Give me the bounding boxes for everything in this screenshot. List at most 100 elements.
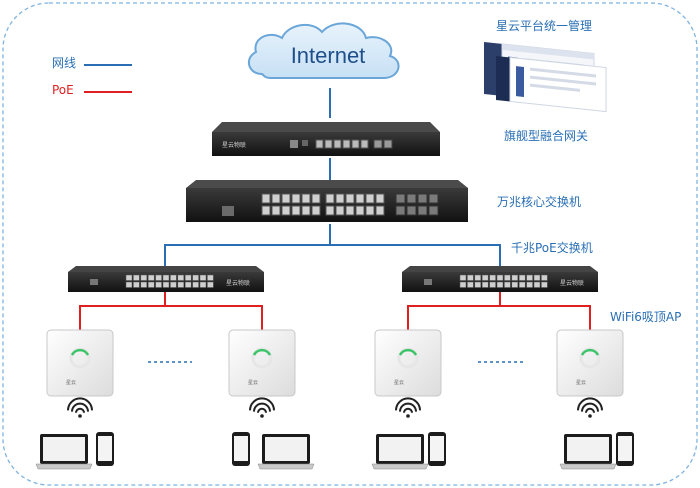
phone-screen bbox=[234, 436, 248, 461]
core-switch-port bbox=[301, 193, 311, 204]
core-switch-sfp-port bbox=[417, 193, 428, 204]
wifi-wave bbox=[403, 407, 413, 413]
core-switch-port bbox=[281, 193, 291, 204]
phone-screen bbox=[98, 436, 112, 461]
poe-port bbox=[162, 281, 170, 288]
label-poe-switch: 千兆PoE交换机 bbox=[511, 240, 593, 255]
wifi-wave bbox=[581, 402, 599, 412]
access-point-body bbox=[556, 329, 624, 397]
status-led-icon bbox=[398, 348, 418, 356]
core-switch-sfp-port bbox=[406, 205, 417, 216]
core-switch-ports bbox=[261, 193, 385, 216]
gateway-port bbox=[351, 139, 360, 149]
core-switch-port bbox=[311, 205, 321, 216]
core-switch-port bbox=[311, 193, 321, 204]
access-point: 星云 bbox=[46, 329, 114, 418]
poe-port bbox=[177, 274, 185, 281]
gateway-port bbox=[290, 140, 298, 148]
label-cloud-management: 星云平台统一管理 bbox=[496, 18, 592, 33]
poe-port bbox=[133, 281, 140, 288]
wifi-icon bbox=[395, 397, 421, 418]
poe-port bbox=[184, 281, 192, 288]
wifi-dot bbox=[260, 414, 264, 418]
laptop-icon bbox=[257, 434, 315, 470]
core-switch-port bbox=[301, 205, 311, 216]
wifi-wave bbox=[253, 402, 271, 412]
gateway-port bbox=[360, 139, 369, 149]
poe-port bbox=[489, 274, 496, 281]
poe-port bbox=[170, 281, 177, 288]
status-led-icon bbox=[580, 348, 600, 356]
laptop-base bbox=[257, 463, 315, 470]
gateway-brand: 星云物联 bbox=[222, 141, 246, 149]
legend-network-label: 网线 bbox=[52, 56, 76, 70]
core-switch-port bbox=[345, 193, 355, 204]
core-switch-port bbox=[355, 193, 365, 204]
access-point-body bbox=[374, 329, 442, 397]
core-switch-port bbox=[335, 193, 345, 204]
laptop-base bbox=[371, 463, 429, 470]
poe-port bbox=[177, 281, 185, 288]
poe-port bbox=[518, 281, 526, 288]
poe-switch-left-brand: 星云物联 bbox=[226, 279, 250, 287]
poe-port bbox=[147, 281, 155, 288]
access-point-brand: 星云 bbox=[248, 380, 258, 386]
poe-port bbox=[184, 274, 192, 281]
core-switch-port bbox=[365, 205, 375, 216]
poe-switch-right: 星云物联 bbox=[402, 266, 598, 292]
wifi-icon bbox=[577, 397, 603, 418]
poe-port bbox=[125, 274, 133, 281]
wifi-icon bbox=[249, 397, 275, 418]
core-switch-port bbox=[355, 205, 365, 216]
core-switch-sfp-ports bbox=[395, 193, 439, 216]
core-switch-sfp-port bbox=[428, 193, 439, 204]
poe-port bbox=[496, 281, 504, 288]
laptop-base bbox=[35, 463, 93, 470]
core-switch-sfp-port bbox=[406, 193, 417, 204]
core-switch-port bbox=[271, 205, 281, 216]
poe-port bbox=[481, 281, 489, 288]
core-switch-sfp-port bbox=[395, 205, 406, 216]
poe-port bbox=[496, 274, 504, 281]
poe-port bbox=[489, 281, 496, 288]
core-switch-port bbox=[271, 193, 281, 204]
wifi-dot bbox=[78, 414, 82, 418]
poe-port bbox=[140, 281, 148, 288]
laptop-base bbox=[559, 463, 617, 470]
poe-port bbox=[481, 274, 489, 281]
wifi-dot bbox=[406, 414, 410, 418]
wifi-wave bbox=[249, 397, 275, 411]
poe-port bbox=[467, 274, 474, 281]
poe-port bbox=[459, 281, 467, 288]
wifi-wave bbox=[577, 397, 603, 411]
access-points: 星云星云星云星云 bbox=[46, 329, 624, 418]
wifi-wave bbox=[399, 402, 417, 412]
poe-port bbox=[511, 274, 519, 281]
poe-port bbox=[199, 281, 207, 288]
label-gateway: 旗舰型融合网关 bbox=[504, 128, 588, 143]
poe-port bbox=[133, 274, 140, 281]
poe-switch-left: 星云物联 bbox=[68, 266, 264, 292]
access-point-body bbox=[46, 329, 114, 397]
internet-label: Internet bbox=[291, 43, 366, 68]
network-cables bbox=[164, 88, 501, 266]
laptop-icon bbox=[559, 434, 617, 470]
legend: 网线 PoE bbox=[52, 56, 132, 97]
label-ap: WiFi6吸顶AP bbox=[610, 310, 681, 324]
core-switch-port bbox=[261, 193, 271, 204]
gateway-port bbox=[302, 140, 308, 146]
poe-port bbox=[504, 281, 511, 288]
cable-core-poe-switches bbox=[164, 244, 501, 266]
phone-screen bbox=[618, 436, 632, 461]
poe-port bbox=[170, 274, 177, 281]
wifi-wave bbox=[395, 397, 421, 411]
poe-port bbox=[147, 274, 155, 281]
laptop-display bbox=[265, 437, 307, 461]
core-console-port bbox=[222, 206, 234, 216]
poe-port bbox=[526, 281, 533, 288]
phone-icon bbox=[428, 432, 446, 466]
label-core-switch: 万兆核心交换机 bbox=[497, 194, 581, 209]
cloud-management-screens bbox=[484, 41, 607, 113]
gateway-port bbox=[333, 139, 342, 149]
